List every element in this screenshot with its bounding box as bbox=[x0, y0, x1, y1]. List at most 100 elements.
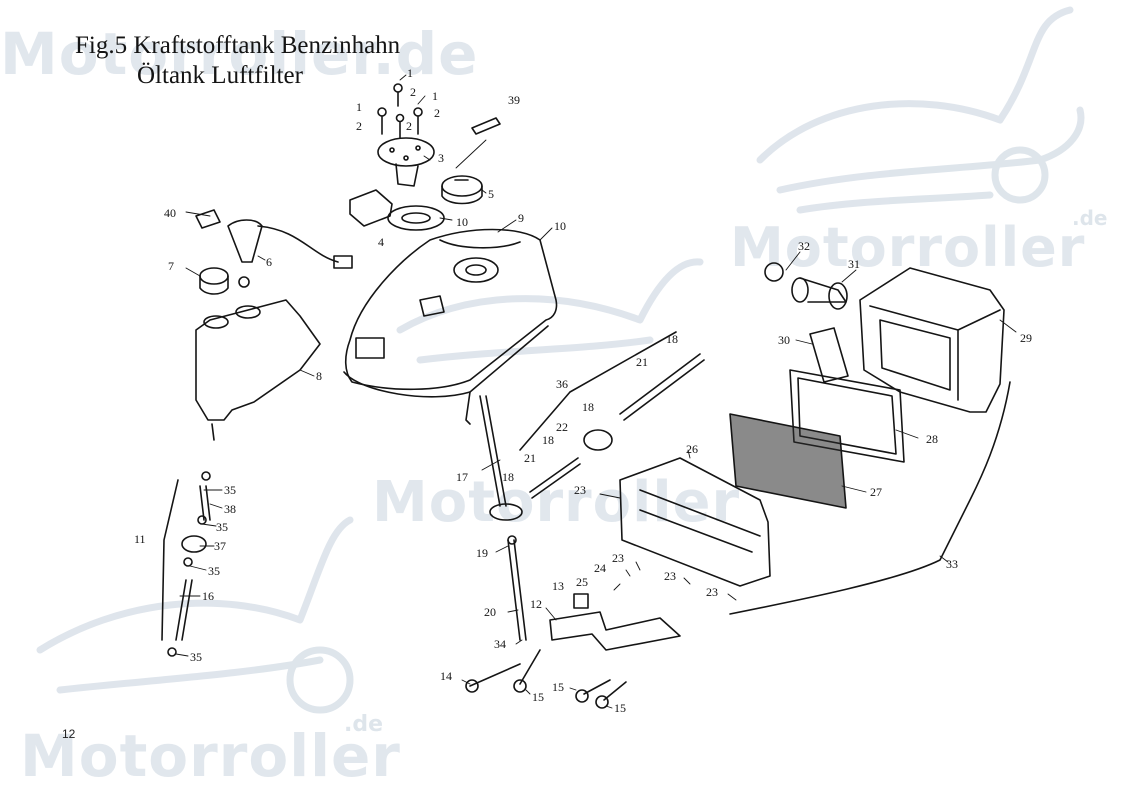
filter-sponge-27 bbox=[729, 413, 847, 509]
callout: 1 bbox=[407, 66, 413, 80]
frame-outline-33 bbox=[729, 381, 1011, 615]
callout: 35 bbox=[208, 564, 220, 578]
callout: 13 bbox=[552, 579, 564, 593]
mounting-bracket-12 bbox=[549, 611, 681, 651]
air-filter-housing-29 bbox=[859, 267, 1005, 413]
callout: 21 bbox=[524, 451, 536, 465]
bracket-40 bbox=[195, 209, 221, 229]
callout: 35 bbox=[216, 520, 228, 534]
callout: 5 bbox=[488, 187, 494, 201]
callout: 18 bbox=[666, 332, 678, 346]
scooter-watermark-icon bbox=[36, 6, 1085, 714]
watermark-bottom-left: Motorroller bbox=[20, 722, 401, 790]
watermark-top-right: Motorroller bbox=[730, 216, 1086, 279]
callout: 10 bbox=[456, 215, 468, 229]
callout: 40 bbox=[164, 206, 176, 220]
callout: 2 bbox=[434, 106, 440, 120]
callout: 9 bbox=[518, 211, 524, 225]
oil-level-sensor-6 bbox=[227, 219, 353, 288]
oil-tank-8 bbox=[195, 299, 321, 441]
callout: 23 bbox=[664, 569, 676, 583]
oil-cap-7 bbox=[199, 267, 229, 295]
filter-cover-26 bbox=[619, 457, 771, 587]
callout: 35 bbox=[224, 483, 236, 497]
callout: 26 bbox=[686, 442, 698, 456]
callout: 23 bbox=[574, 483, 586, 497]
watermark-bottom-left-suffix: .de bbox=[344, 712, 384, 737]
callout: 23 bbox=[612, 551, 624, 565]
callout: 31 bbox=[848, 257, 860, 271]
clip-19 bbox=[507, 535, 517, 545]
callout: 21 bbox=[636, 355, 648, 369]
watermark-header: Motorroller.de bbox=[0, 20, 479, 88]
callout: 4 bbox=[378, 235, 384, 249]
fuel-filter-22 bbox=[583, 429, 613, 451]
callout: 37 bbox=[214, 539, 226, 553]
fuel-pipe-21-upper bbox=[619, 353, 705, 421]
callout: 28 bbox=[926, 432, 938, 446]
callout: 6 bbox=[266, 255, 272, 269]
sender-unit-plate bbox=[377, 137, 435, 187]
callout: 24 bbox=[594, 561, 606, 575]
bracket-39 bbox=[471, 117, 501, 135]
callout: 16 bbox=[202, 589, 214, 603]
callout: 18 bbox=[542, 433, 554, 447]
callout: 38 bbox=[224, 502, 236, 516]
intake-connector-31 bbox=[791, 277, 848, 310]
element-30 bbox=[809, 327, 849, 383]
oil-hose-group-11 bbox=[161, 471, 211, 657]
callout: 23 bbox=[706, 585, 718, 599]
fuel-valve-17 bbox=[479, 395, 523, 521]
fuel-tank-9 bbox=[343, 228, 558, 425]
figure-title-line1: Fig.5 Kraftstofftank Benzinhahn bbox=[75, 32, 401, 59]
callout: 2 bbox=[410, 85, 416, 99]
filter-gasket-28 bbox=[789, 369, 905, 463]
callout: 18 bbox=[502, 470, 514, 484]
callout: 35 bbox=[190, 650, 202, 664]
callout: 12 bbox=[530, 597, 542, 611]
callout: 2 bbox=[406, 119, 412, 133]
callout: 19 bbox=[476, 546, 488, 560]
callout: 33 bbox=[946, 557, 958, 571]
gasket-4 bbox=[387, 205, 445, 231]
nut-13 bbox=[573, 593, 589, 609]
callout: 15 bbox=[532, 690, 544, 704]
callout: 11 bbox=[134, 532, 146, 546]
callout: 32 bbox=[798, 239, 810, 253]
callout: 27 bbox=[870, 485, 882, 499]
callout-labels: 1 1 1 2 2 2 2 3 39 5 10 4 9 10 40 6 7 8 … bbox=[134, 66, 1032, 715]
rubber-block bbox=[349, 189, 393, 227]
group-bracket-36 bbox=[519, 331, 677, 451]
callout: 22 bbox=[556, 420, 568, 434]
callout: 30 bbox=[778, 333, 790, 347]
bolts-14-15 bbox=[465, 649, 627, 709]
callout: 36 bbox=[556, 377, 568, 391]
callout: 20 bbox=[484, 605, 496, 619]
callout: 18 bbox=[582, 400, 594, 414]
sender-unit-screws bbox=[377, 83, 423, 139]
fuel-pipe-21-lower bbox=[529, 457, 581, 499]
callout: 39 bbox=[508, 93, 520, 107]
figure-title-line2: Öltank Luftfilter bbox=[137, 62, 303, 89]
callout: 29 bbox=[1020, 331, 1032, 345]
callout: 2 bbox=[356, 119, 362, 133]
hose-clamp-32 bbox=[764, 262, 784, 282]
callout: 17 bbox=[456, 470, 468, 484]
callout: 3 bbox=[438, 151, 444, 165]
callout: 34 bbox=[494, 637, 506, 651]
vacuum-hose-20 bbox=[507, 539, 527, 641]
page-number: 12 bbox=[62, 727, 76, 741]
callout: 10 bbox=[554, 219, 566, 233]
callout: 15 bbox=[552, 680, 564, 694]
watermark-top-right-suffix: .de bbox=[1072, 206, 1108, 230]
callout: 7 bbox=[168, 259, 174, 273]
callout: 15 bbox=[614, 701, 626, 715]
callout: 1 bbox=[432, 89, 438, 103]
callout: 8 bbox=[316, 369, 322, 383]
callout: 14 bbox=[440, 669, 452, 683]
leader-lines bbox=[175, 74, 1017, 709]
callout: 25 bbox=[576, 575, 588, 589]
callout: 1 bbox=[356, 100, 362, 114]
